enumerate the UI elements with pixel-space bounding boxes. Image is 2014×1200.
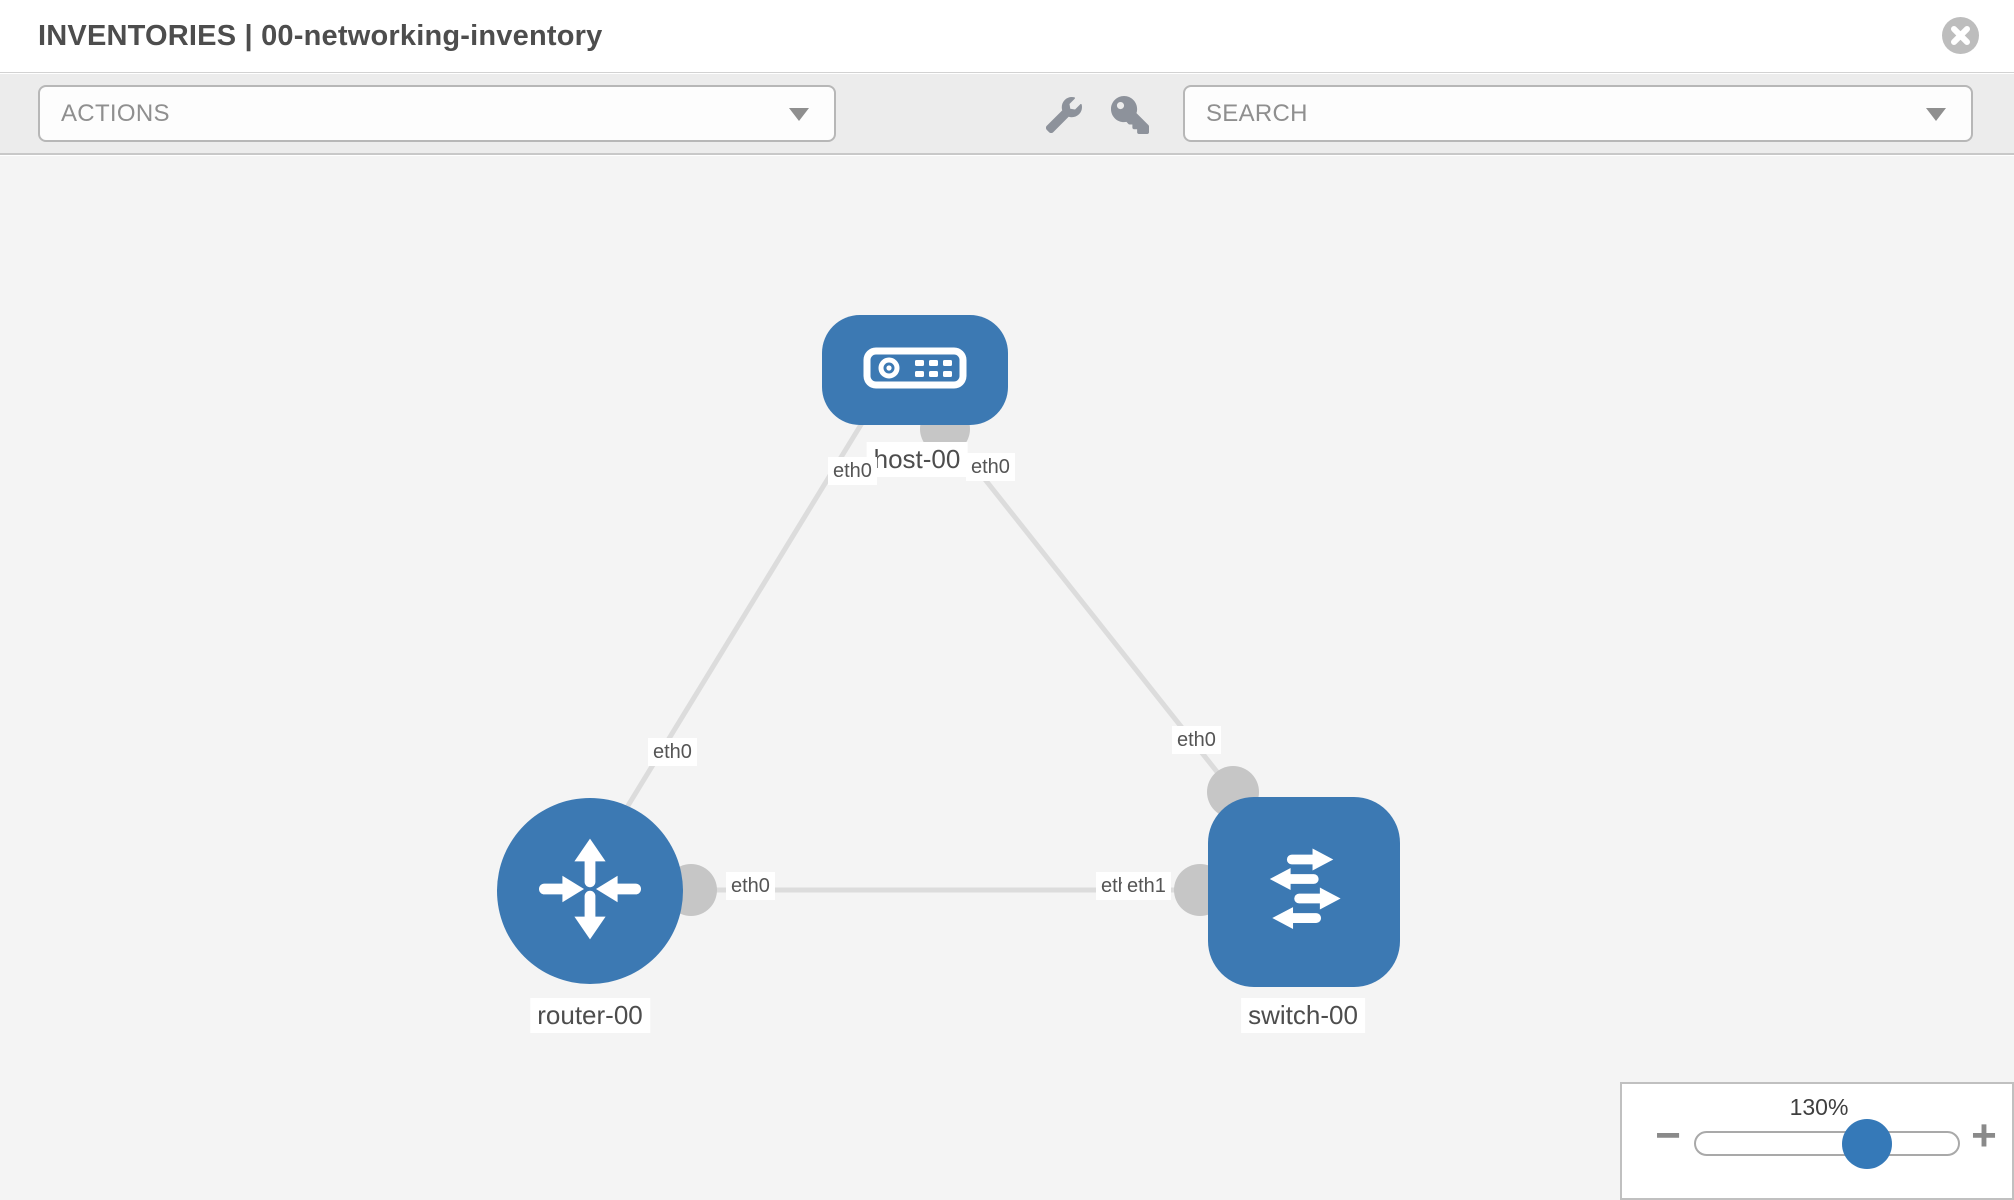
iface-label-host-to-switch: eth0	[966, 453, 1015, 481]
search-dropdown[interactable]: SEARCH	[1183, 85, 1973, 142]
node-label-router: router-00	[530, 998, 650, 1033]
links-layer	[615, 404, 1259, 916]
zoom-out-button[interactable]: −	[1646, 1108, 1690, 1164]
node-host-00[interactable]	[822, 315, 1008, 425]
node-router-00[interactable]	[497, 798, 683, 984]
toolbar: ACTIONS SEARCH	[0, 74, 2014, 155]
switch-arrows-icon	[1243, 829, 1365, 956]
credentials-button[interactable]	[1108, 94, 1152, 138]
iface-label-host-to-router: eth0	[828, 457, 877, 485]
iface-label-switch-to-host: eth0	[1172, 726, 1221, 754]
host-device-icon	[863, 347, 967, 394]
router-arrows-icon	[530, 829, 650, 954]
search-dropdown-label: SEARCH	[1206, 99, 1308, 127]
zoom-level-value: 130%	[1789, 1094, 1849, 1120]
zoom-slider-thumb[interactable]	[1842, 1119, 1892, 1169]
wrench-icon	[1045, 96, 1082, 136]
configure-button[interactable]	[1042, 94, 1086, 138]
zoom-panel: 130% − +	[1620, 1082, 2014, 1200]
close-icon	[1942, 17, 1979, 57]
node-label-switch: switch-00	[1241, 998, 1365, 1033]
chevron-down-icon	[1926, 107, 1946, 121]
node-switch-00[interactable]	[1208, 797, 1400, 987]
iface-label-router-to-host: eth0	[648, 738, 697, 766]
actions-dropdown-label: ACTIONS	[61, 99, 170, 127]
zoom-slider-track[interactable]	[1694, 1119, 1960, 1169]
chevron-down-icon	[789, 107, 809, 121]
key-icon	[1111, 95, 1149, 137]
window-header: INVENTORIES | 00-networking-inventory	[0, 0, 2014, 73]
topology-canvas[interactable]: host-00 router-00 switch-00 eth0 eth0 et…	[0, 156, 2014, 1200]
iface-label-switch-to-router: eth1	[1122, 872, 1171, 900]
close-button[interactable]	[1942, 17, 1979, 54]
zoom-in-button[interactable]: +	[1962, 1108, 2006, 1164]
page-title: INVENTORIES | 00-networking-inventory	[38, 20, 603, 52]
actions-dropdown[interactable]: ACTIONS	[38, 85, 836, 142]
iface-label-router-to-switch: eth0	[726, 872, 775, 900]
node-label-host: host-00	[866, 442, 968, 477]
